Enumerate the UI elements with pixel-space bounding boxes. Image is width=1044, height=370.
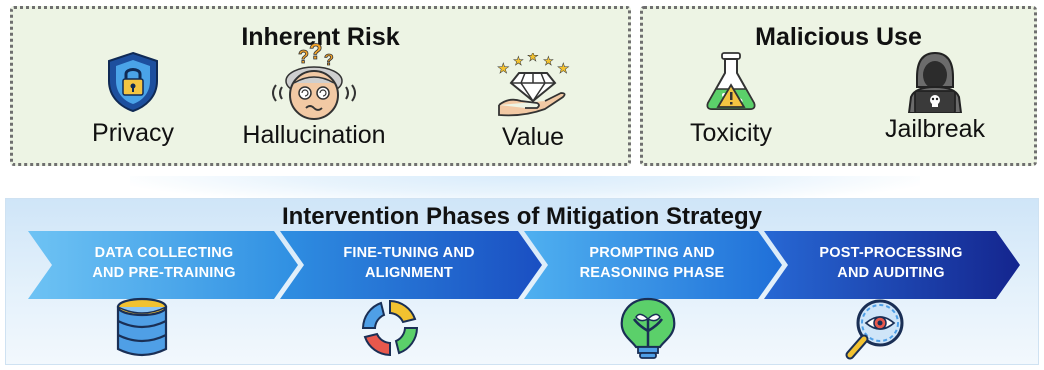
phase-label-3-line1: PROMPTING AND: [589, 245, 715, 261]
svg-text:★: ★: [527, 53, 539, 64]
phase-label-1-line2: AND PRE-TRAINING: [92, 265, 236, 281]
risk-label-toxicity: Toxicity: [690, 119, 772, 147]
phase-arrow-3: [524, 231, 782, 299]
inherent-risk-box: Inherent Risk Privacy ? ? ? Hal: [10, 6, 631, 166]
svg-text:?: ?: [324, 52, 334, 69]
svg-text:★: ★: [497, 60, 510, 76]
phase-label-2-line1: FINE-TUNING AND: [343, 245, 475, 261]
magnifier-eye-icon: [845, 299, 904, 360]
diamond-hand-icon: ★ ★ ★ ★ ★: [497, 53, 570, 117]
risk-label-hallucination: Hallucination: [242, 121, 386, 149]
database-icon: [116, 297, 168, 357]
phase-label-4: POST-PROCESSING AND AUDITING: [791, 243, 991, 283]
risk-item-privacy: Privacy: [63, 51, 203, 148]
phase-label-1: DATA COLLECTING AND PRE-TRAINING: [64, 243, 264, 283]
phase-label-2: FINE-TUNING AND ALIGNMENT: [309, 243, 509, 283]
phase-label-3: PROMPTING AND REASONING PHASE: [552, 243, 752, 283]
risk-item-toxicity: Toxicity: [671, 51, 791, 148]
confused-face-icon: ? ? ?: [272, 43, 356, 120]
risk-item-jailbreak: Jailbreak: [865, 47, 1005, 144]
cycle-icon: [361, 299, 419, 357]
phase-arrow-2: [280, 231, 542, 299]
svg-text:★: ★: [543, 54, 554, 68]
phases-panel: Intervention Phases of Mitigation Strate…: [5, 198, 1039, 365]
phases-title: Intervention Phases of Mitigation Strate…: [281, 203, 763, 230]
risk-item-value: ★ ★ ★ ★ ★ Value: [473, 53, 593, 152]
risk-label-privacy: Privacy: [92, 119, 174, 147]
flask-warning-icon: [706, 52, 756, 110]
phase-label-4-line2: AND AUDITING: [837, 265, 945, 281]
svg-text:★: ★: [513, 54, 524, 68]
malicious-use-title: Malicious Use: [755, 23, 922, 51]
phase-arrow-1: [28, 231, 298, 299]
phase-label-2-line2: ALIGNMENT: [365, 265, 453, 281]
hacker-icon: [907, 51, 963, 113]
svg-text:★: ★: [557, 60, 570, 76]
phase-label-3-line2: REASONING PHASE: [579, 265, 725, 281]
shield-lock-icon: [108, 51, 158, 113]
inherent-risk-title: Inherent Risk: [241, 23, 400, 51]
phase-label-1-line1: DATA COLLECTING: [94, 245, 234, 261]
lightbulb-icon: [620, 297, 676, 359]
malicious-use-box: Malicious Use Toxicity Jailbreak: [640, 6, 1037, 166]
phase-arrows: [28, 231, 1020, 299]
risk-label-jailbreak: Jailbreak: [884, 115, 986, 143]
svg-text:?: ?: [298, 47, 309, 67]
svg-text:?: ?: [309, 43, 322, 64]
phase-label-4-line1: POST-PROCESSING: [819, 245, 963, 261]
phase-arrow-4: [764, 231, 1020, 299]
risk-item-hallucination: ? ? ? Hallucination: [239, 43, 389, 150]
risk-label-value: Value: [501, 123, 565, 151]
